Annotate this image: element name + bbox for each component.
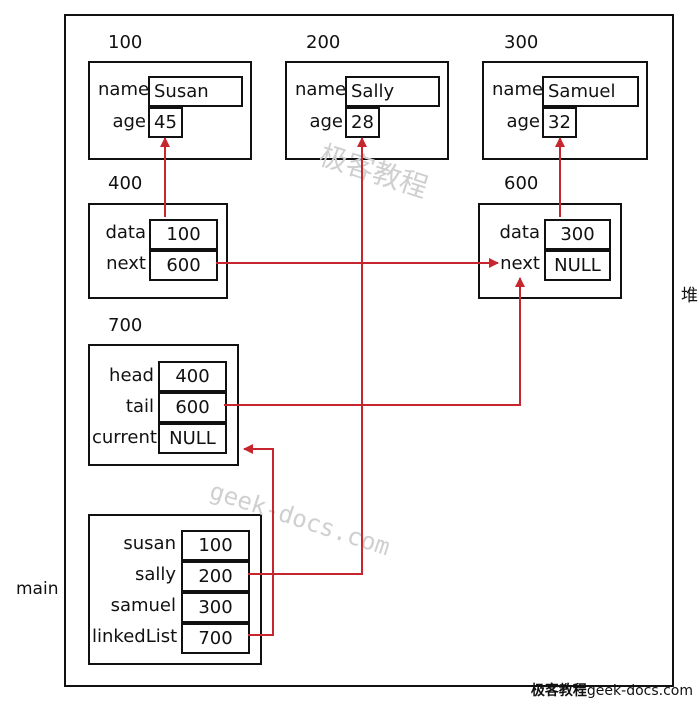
heap-region — [64, 14, 674, 687]
brand-en: geek-docs.com — [586, 683, 693, 699]
node-300: name Samuel age 32 — [482, 61, 648, 160]
node-600: data 300 next NULL — [478, 203, 622, 299]
main-label: main — [16, 579, 59, 599]
node-600-address: 600 — [504, 173, 539, 194]
node-100-age-label: age — [112, 111, 146, 132]
heap-label: 堆 — [681, 286, 698, 306]
arrow-sally-to-200 — [248, 137, 367, 575]
var-linkedlist-label: linkedList — [92, 626, 178, 647]
node-200-age-label: age — [309, 111, 343, 132]
node-200-name-value: Sally — [345, 76, 440, 107]
node-400: data 100 next 600 — [88, 203, 228, 299]
node-100: name Susan age 45 — [88, 61, 252, 160]
node-300-name-label: name — [492, 79, 544, 100]
node-100-name-label: name — [98, 79, 150, 100]
brand-footer: 极客教程geek-docs.com — [531, 680, 693, 700]
brand-cn: 极客教程 — [530, 683, 587, 699]
node-200: name Sally age 28 — [285, 61, 449, 160]
node-400-next-value: 600 — [149, 250, 218, 281]
node-100-age-value: 45 — [148, 107, 183, 138]
var-linkedlist-value: 700 — [181, 623, 250, 654]
node-600-data-label: data — [499, 222, 540, 243]
main-frame: susan 100 sally 200 samuel 300 linkedLis… — [88, 514, 262, 665]
node-700-address: 700 — [108, 315, 143, 336]
node-300-age-value: 32 — [542, 107, 577, 138]
node-400-next-label: next — [106, 253, 146, 274]
node-100-name-value: Susan — [148, 76, 243, 107]
node-300-age-label: age — [506, 111, 540, 132]
node-700-tail-label: tail — [125, 396, 154, 417]
node-600-next-value: NULL — [544, 250, 611, 281]
node-200-address: 200 — [306, 32, 341, 53]
node-700-current-value: NULL — [158, 423, 227, 454]
node-400-data-value: 100 — [149, 219, 218, 250]
node-600-next-label: next — [500, 253, 540, 274]
node-100-address: 100 — [108, 32, 143, 53]
node-400-data-label: data — [105, 222, 146, 243]
var-susan-label: susan — [123, 533, 176, 554]
arrow-linkedlist-to-700 — [243, 444, 274, 636]
node-300-name-value: Samuel — [542, 76, 639, 107]
node-700-head-label: head — [109, 365, 154, 386]
node-700-current-label: current — [92, 427, 157, 448]
node-300-address: 300 — [504, 32, 539, 53]
node-400-address: 400 — [108, 173, 143, 194]
node-700: head 400 tail 600 current NULL — [88, 344, 239, 466]
arrow-700-tail-to-600 — [224, 277, 525, 406]
node-700-head-value: 400 — [158, 361, 227, 392]
var-sally-label: sally — [134, 564, 176, 585]
var-samuel-label: samuel — [110, 595, 176, 616]
node-200-name-label: name — [295, 79, 347, 100]
node-700-tail-value: 600 — [158, 392, 227, 423]
var-samuel-value: 300 — [181, 592, 250, 623]
var-sally-value: 200 — [181, 561, 250, 592]
var-susan-value: 100 — [181, 530, 250, 561]
node-600-data-value: 300 — [544, 219, 611, 250]
